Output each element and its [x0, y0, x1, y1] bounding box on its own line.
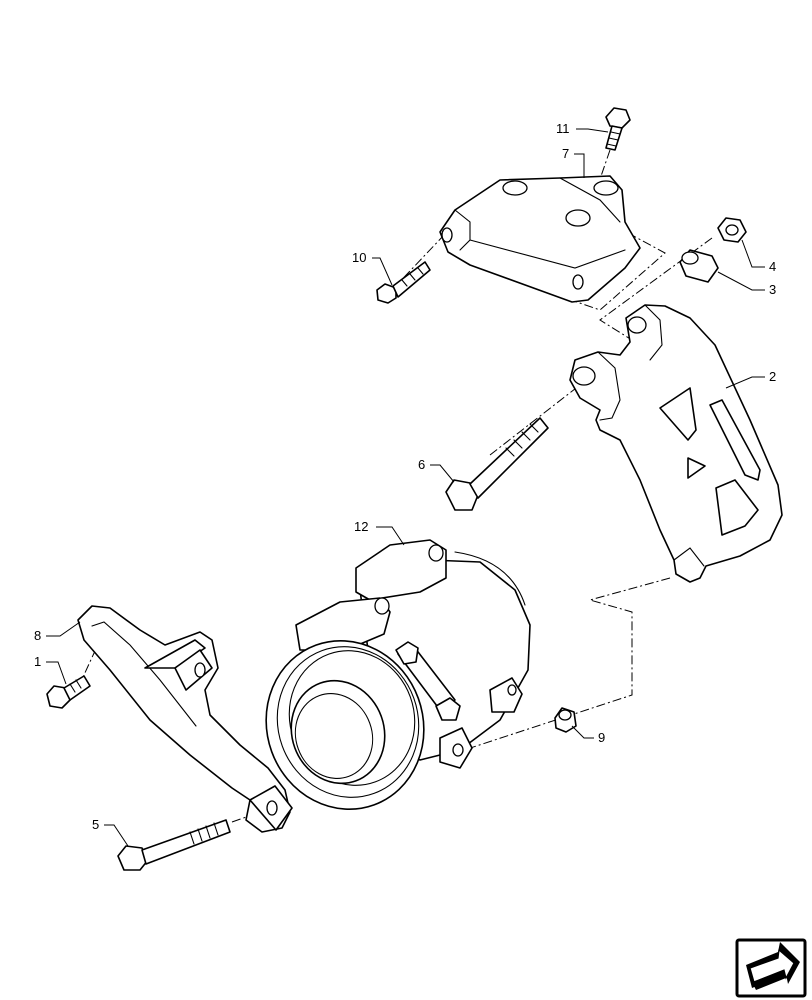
- callout-6: 6: [418, 457, 425, 472]
- bushing: [554, 707, 577, 733]
- nut: [717, 217, 747, 243]
- spacer: [679, 249, 719, 283]
- callout-5: 5: [92, 817, 99, 832]
- bolt-top: [605, 107, 631, 151]
- callout-10: 10: [352, 250, 366, 265]
- upper-bracket: [439, 175, 641, 303]
- callout-9: 9: [598, 730, 605, 745]
- callout-8: 8: [34, 628, 41, 643]
- callout-4: 4: [769, 259, 776, 274]
- callout-12: 12: [354, 519, 368, 534]
- callout-7: 7: [562, 146, 569, 161]
- bolt-small: [46, 675, 91, 709]
- lower-bracket: [77, 605, 293, 833]
- bolt-left: [376, 261, 431, 304]
- forward-arrow-icon[interactable]: [735, 938, 807, 998]
- main-bracket: [569, 304, 783, 583]
- compressor: [265, 539, 531, 811]
- bolt-bottom: [117, 819, 231, 871]
- callout-2: 2: [769, 369, 776, 384]
- callout-11: 11: [556, 121, 570, 136]
- bolt-long: [445, 417, 549, 511]
- callouts: 1 2 3 4 5 6 7 8 9 10 11 12: [34, 121, 776, 847]
- callout-3: 3: [769, 282, 776, 297]
- callout-1: 1: [34, 654, 41, 669]
